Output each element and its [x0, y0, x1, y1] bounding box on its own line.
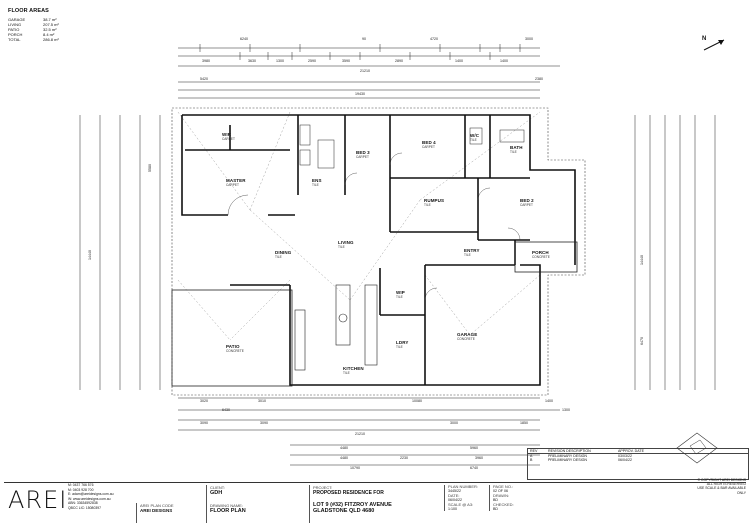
site-mini-plan — [672, 428, 722, 468]
dim-bottom-overall: 21210 — [355, 432, 365, 436]
dim-bottom-a: 6430 — [222, 408, 230, 412]
dim-top-sub-3: 4720 — [430, 37, 438, 41]
project-cell: PROJECT: PROPOSED RESIDENCE FOR LOT 9 (#… — [309, 485, 433, 523]
dim-top-b: 2380 — [535, 77, 543, 81]
plan-meta-cell: PLAN NUMBER: 3445/22 DATE: 06/04/22 SCAL… — [444, 484, 488, 512]
floor-plan-drawing — [79, 44, 716, 466]
dim-top-row2-2: 3630 — [248, 59, 256, 63]
page-meta-cell: PAGE NO.: 02 OF 06 DRAWN: BD CHECKED: BD — [489, 484, 529, 512]
client-cell: CLIENT: GDH — [206, 485, 225, 503]
dim-right-b: 6470 — [640, 337, 644, 345]
dim-bottom-row2-4: 1850 — [520, 421, 528, 425]
north-label: N — [702, 36, 707, 42]
copyright-block: © COPYRIGHT AREI DESIGNS ALL RIGHTS RESE… — [697, 478, 746, 495]
dim-top-sub-4: 3000 — [525, 37, 533, 41]
drawing-name-cell: DRAWING NAME: FLOOR PLAN — [206, 503, 246, 523]
revision-row: B PRELIMINARY DESIGN 06/04/22 — [530, 458, 632, 462]
dim-bottom-e-2: 5960 — [470, 446, 478, 450]
dim-bottom-f-1: 4480 — [340, 456, 348, 460]
revision-header: REV REVISION DESCRIPTION APPROV. DATE — [528, 449, 748, 454]
dim-top-overall: 21210 — [360, 69, 370, 73]
plan-code-cell: AREI PLAN CODE AREI DESIGNS — [136, 503, 174, 523]
dim-bottom-row1-2: 3010 — [258, 399, 266, 403]
dim-left-b: 5580 — [148, 164, 152, 172]
dim-bottom-row1-1: 3020 — [200, 399, 208, 403]
dim-bottom-d: 1300 — [562, 408, 570, 412]
arei-logo: AREI — [8, 486, 68, 514]
dim-bottom-e-1: 4480 — [340, 446, 348, 450]
dim-top-a: 5420 — [200, 77, 208, 81]
contact-block: M: 0437 766 576 M: 0403 928 700 E: adam@… — [68, 483, 114, 510]
floor-areas-title: FLOOR AREAS — [8, 8, 49, 14]
dim-top-row2-8: 1400 — [500, 59, 508, 63]
dim-right-a: 14440 — [640, 255, 644, 265]
dim-bottom-g-1: 10790 — [350, 466, 360, 470]
dim-top-row2-5: 3590 — [342, 59, 350, 63]
dim-top-row2-1: 3980 — [202, 59, 210, 63]
dim-bottom-row2-1: 3090 — [200, 421, 208, 425]
dim-bottom-c: 1400 — [545, 399, 553, 403]
dim-top-row2-6: 2890 — [395, 59, 403, 63]
dim-top-sub-1: 6240 — [240, 37, 248, 41]
dim-bottom-b: 10080 — [412, 399, 422, 403]
dim-bottom-row2-3: 3000 — [450, 421, 458, 425]
dim-bottom-f-2: 2230 — [400, 456, 408, 460]
dim-bottom-row2-2: 3090 — [260, 421, 268, 425]
dim-bottom-f-3: 3960 — [475, 456, 483, 460]
dim-top-c: 19430 — [355, 92, 365, 96]
revision-table: REV REVISION DESCRIPTION APPROV. DATE A … — [527, 448, 749, 480]
dim-top-row2-3: 1300 — [276, 59, 284, 63]
dim-bottom-g-2: 6740 — [470, 466, 478, 470]
north-arrow-icon: N — [700, 36, 728, 54]
dim-top-row2-4: 2590 — [308, 59, 316, 63]
dim-top-sub-2: 90 — [362, 37, 366, 41]
dim-top-row2-7: 1400 — [455, 59, 463, 63]
title-block: AREI M: 0437 766 576 M: 0403 928 700 E: … — [4, 482, 746, 525]
dim-left-a: 14440 — [88, 250, 92, 260]
revision-row: A PRELIMINARY DESIGN 03/03/22 — [530, 454, 632, 458]
